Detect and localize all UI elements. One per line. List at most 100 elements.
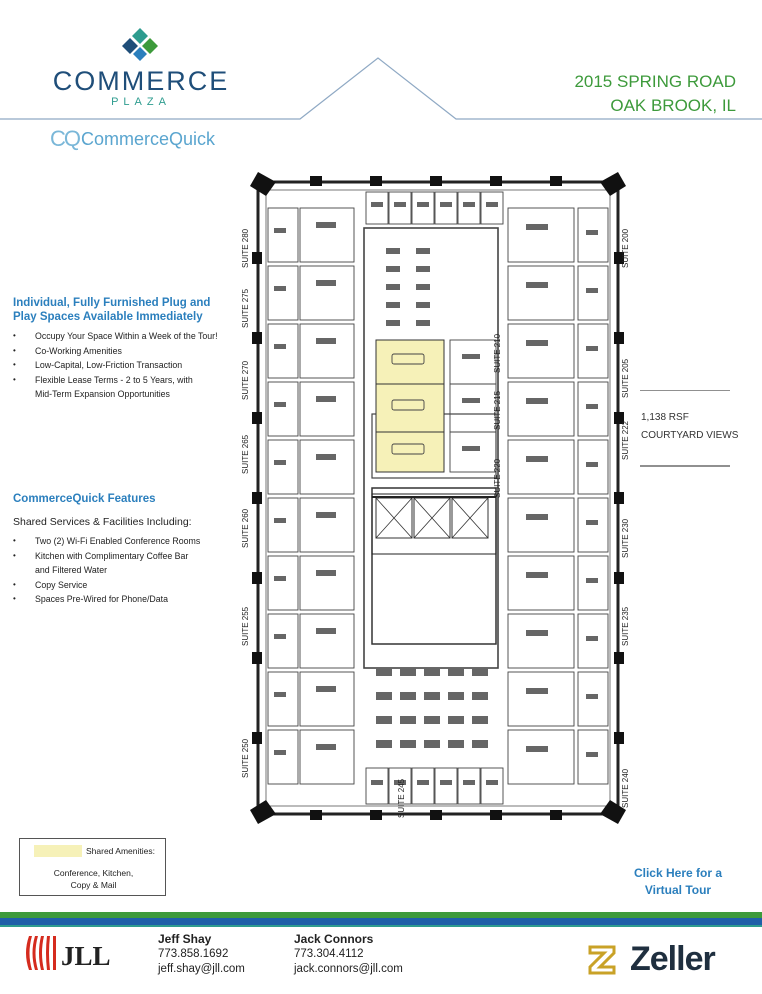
amenity-color-swatch <box>34 845 82 857</box>
list-item: Occupy Your Space Within a Week of the T… <box>13 329 218 344</box>
contact-phone[interactable]: 773.304.4112 <box>294 948 364 960</box>
office-room <box>299 207 355 263</box>
desk <box>274 286 286 291</box>
desk <box>462 354 480 359</box>
workstation <box>400 716 416 724</box>
office-room <box>457 191 481 225</box>
column <box>614 412 624 424</box>
brand-subtitle: PLAZA <box>111 96 171 108</box>
list-item: and Filtered Water <box>35 565 108 576</box>
office-room <box>365 191 389 225</box>
workstation <box>386 302 400 308</box>
workstation <box>376 692 392 700</box>
workstation <box>376 740 392 748</box>
desk <box>526 340 548 346</box>
office-room <box>577 729 609 785</box>
contact-email[interactable]: jeff.shay@jll.com <box>158 963 245 975</box>
office-room <box>507 323 575 379</box>
workstation <box>472 692 488 700</box>
suite-label: SUITE 205 <box>621 358 630 398</box>
desk <box>274 402 286 407</box>
desk <box>274 344 286 349</box>
office-room <box>507 381 575 437</box>
rsf-label: 1,138 RSF <box>641 412 689 423</box>
workstation <box>416 266 430 272</box>
column <box>614 572 624 584</box>
column <box>550 176 562 186</box>
virtual-tour-line[interactable]: Click Here for a <box>633 866 723 880</box>
suite-label: SUITE 240 <box>621 768 630 808</box>
cq-monogram: CQ <box>50 126 81 151</box>
desk <box>586 520 598 525</box>
office-room <box>388 191 412 225</box>
desk <box>316 338 336 344</box>
column <box>614 492 624 504</box>
office-room <box>267 323 299 379</box>
office-room <box>577 265 609 321</box>
office-room <box>507 207 575 263</box>
contact-jeff-shay: Jeff Shay 773.858.1692 jeff.shay@jll.com <box>158 932 245 977</box>
suite-label: SUITE 245 <box>397 778 406 818</box>
office-room <box>577 323 609 379</box>
list-item: Low-Capital, Low-Friction Transaction <box>13 358 218 373</box>
office-room <box>411 191 435 225</box>
desk <box>586 694 598 699</box>
office-room <box>480 191 504 225</box>
desk <box>274 634 286 639</box>
column <box>252 492 262 504</box>
desk <box>316 570 336 576</box>
list-item: Spaces Pre-Wired for Phone/Data <box>13 592 200 607</box>
workstation <box>416 320 430 326</box>
address-street: 2015 SPRING ROAD <box>574 72 736 91</box>
workstation <box>400 692 416 700</box>
desk <box>316 396 336 402</box>
office-room <box>411 767 435 805</box>
list-item: Mid-Term Expansion Opportunities <box>35 389 170 400</box>
workstation <box>472 740 488 748</box>
desk <box>274 228 286 233</box>
jll-wordmark: JLL <box>61 941 111 971</box>
office-room <box>480 767 504 805</box>
column <box>370 810 382 820</box>
workstation <box>416 284 430 290</box>
zeller-mark-icon <box>588 945 616 974</box>
desk <box>274 750 286 755</box>
legend-line: Copy & Mail <box>70 880 117 890</box>
address-city: OAK BROOK, IL <box>610 96 736 115</box>
office-room <box>507 613 575 669</box>
suite-label: SUITE 215 <box>493 390 502 430</box>
workstation <box>424 692 440 700</box>
contact-phone[interactable]: 773.858.1692 <box>158 948 229 960</box>
office-room <box>577 555 609 611</box>
column <box>370 176 382 186</box>
desk <box>526 224 548 230</box>
contact-jack-connors: Jack Connors 773.304.4112 jack.connors@j… <box>294 932 403 977</box>
suite-label: SUITE 220 <box>493 458 502 498</box>
office-room <box>299 555 355 611</box>
virtual-tour-line[interactable]: Virtual Tour <box>644 883 712 897</box>
section-title-line: Individual, Fully Furnished Plug and <box>13 297 211 309</box>
office-room <box>267 439 299 495</box>
legend-title: Shared Amenities: <box>86 846 155 856</box>
office-room <box>267 613 299 669</box>
column <box>614 652 624 664</box>
office-room <box>299 381 355 437</box>
footer-band-teal <box>0 925 762 927</box>
desk <box>371 202 383 207</box>
workstation <box>386 248 400 254</box>
office-room <box>507 555 575 611</box>
desk <box>526 572 548 578</box>
desk <box>274 460 286 465</box>
workstation <box>424 668 440 676</box>
contact-email[interactable]: jack.connors@jll.com <box>294 963 403 975</box>
jll-logo-icon: JLL <box>26 936 111 971</box>
suite-label: SUITE 200 <box>621 228 630 268</box>
workstation <box>376 716 392 724</box>
virtual-tour-link[interactable]: Click Here for a Virtual Tour <box>616 865 740 899</box>
workstation <box>386 284 400 290</box>
office-room <box>267 381 299 437</box>
workstation <box>386 266 400 272</box>
office-room <box>577 207 609 263</box>
column <box>614 252 624 264</box>
